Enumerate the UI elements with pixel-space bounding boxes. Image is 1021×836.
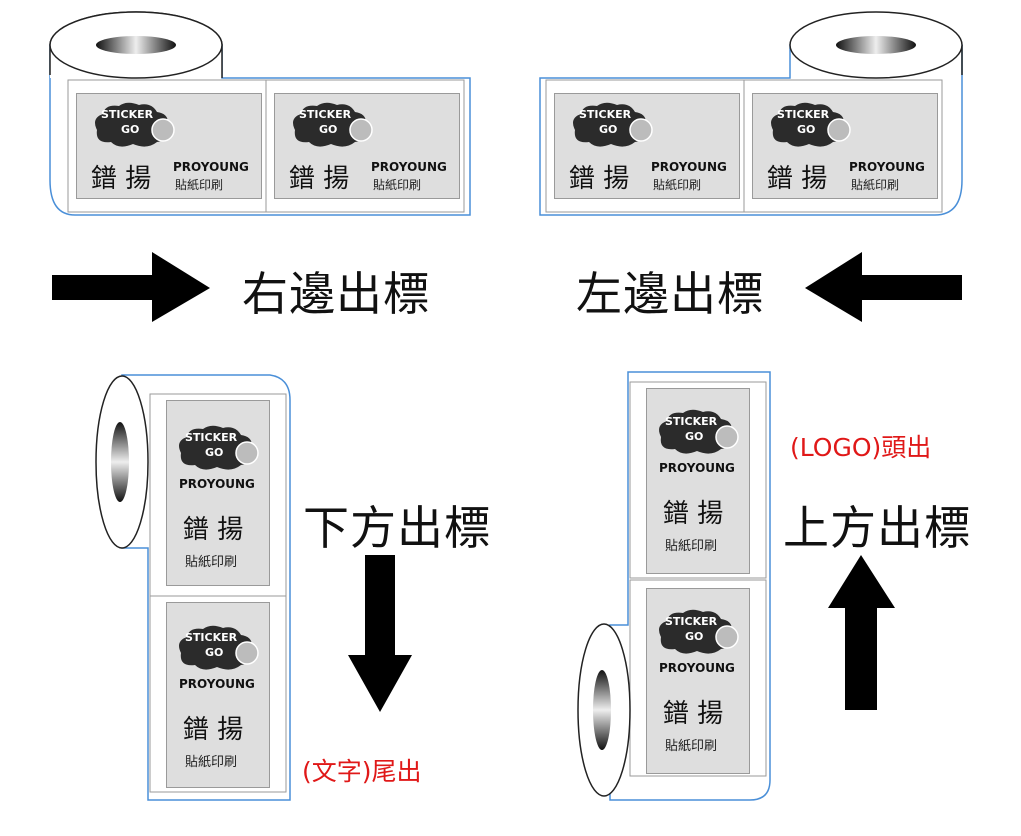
brand-tagline: 貼紙印刷 bbox=[185, 755, 238, 770]
arrow-up-icon bbox=[828, 555, 895, 710]
logo-text-line1: STICKER bbox=[777, 108, 830, 121]
logo-text-line2: GO bbox=[685, 430, 704, 443]
sticker-go-logo-icon bbox=[293, 102, 373, 147]
brand-tagline: 貼紙印刷 bbox=[175, 178, 224, 192]
logo-text-line2: GO bbox=[121, 123, 140, 136]
logo-text-line1: STICKER bbox=[185, 431, 238, 444]
brand-chinese: 鐠 揚 bbox=[183, 715, 244, 745]
sticker-label: STICKER GO PROYOUNG 鐠 揚 貼紙印刷 bbox=[646, 388, 750, 574]
sticker-go-logo-icon bbox=[179, 425, 259, 470]
brand-tagline: 貼紙印刷 bbox=[653, 178, 702, 192]
logo-text-line1: STICKER bbox=[101, 108, 154, 121]
brand-name: PROYOUNG bbox=[849, 160, 925, 174]
arrow-down-icon bbox=[348, 555, 412, 712]
label-left-exit: 左邊出標 bbox=[576, 267, 764, 321]
brand-tagline: 貼紙印刷 bbox=[665, 539, 718, 554]
sticker-go-logo-icon bbox=[659, 609, 739, 654]
brand-tagline: 貼紙印刷 bbox=[373, 178, 422, 192]
brand-chinese: 鐠 揚 bbox=[289, 164, 350, 194]
brand-chinese: 鐠 揚 bbox=[569, 164, 630, 194]
logo-text-line2: GO bbox=[319, 123, 338, 136]
logo-text-line1: STICKER bbox=[665, 415, 718, 428]
brand-tagline: 貼紙印刷 bbox=[665, 739, 718, 754]
brand-chinese: 鐠 揚 bbox=[183, 515, 244, 545]
sticker-go-logo-icon bbox=[573, 102, 653, 147]
sticker-label: STICKER GO 鐠 揚 PROYOUNG 貼紙印刷 bbox=[554, 93, 740, 199]
brand-name: PROYOUNG bbox=[659, 461, 735, 475]
logo-text-line2: GO bbox=[797, 123, 816, 136]
logo-text-line1: STICKER bbox=[299, 108, 352, 121]
brand-name: PROYOUNG bbox=[179, 677, 255, 691]
sticker-label: STICKER GO PROYOUNG 鐠 揚 貼紙印刷 bbox=[166, 602, 270, 788]
brand-chinese: 鐠 揚 bbox=[663, 499, 724, 529]
arrow-right-icon bbox=[52, 252, 210, 322]
brand-name: PROYOUNG bbox=[173, 160, 249, 174]
brand-chinese: 鐠 揚 bbox=[767, 164, 828, 194]
sticker-label: STICKER GO 鐠 揚 PROYOUNG 貼紙印刷 bbox=[76, 93, 262, 199]
sticker-go-logo-icon bbox=[771, 102, 851, 147]
brand-chinese: 鐠 揚 bbox=[663, 699, 724, 729]
sticker-go-logo-icon bbox=[659, 409, 739, 454]
logo-text-line2: GO bbox=[599, 123, 618, 136]
logo-text-line2: GO bbox=[685, 630, 704, 643]
label-right-exit: 右邊出標 bbox=[242, 267, 430, 321]
brand-tagline: 貼紙印刷 bbox=[185, 555, 238, 570]
brand-name: PROYOUNG bbox=[651, 160, 727, 174]
note-head-exit: (LOGO)頭出 bbox=[790, 433, 932, 462]
label-down-exit: 下方出標 bbox=[303, 501, 491, 555]
logo-text-line1: STICKER bbox=[579, 108, 632, 121]
sticker-label: STICKER GO 鐠 揚 PROYOUNG 貼紙印刷 bbox=[752, 93, 938, 199]
brand-tagline: 貼紙印刷 bbox=[851, 178, 900, 192]
logo-text-line1: STICKER bbox=[665, 615, 718, 628]
note-tail-exit: (文字)尾出 bbox=[302, 757, 422, 786]
sticker-label: STICKER GO PROYOUNG 鐠 揚 貼紙印刷 bbox=[646, 588, 750, 774]
brand-name: PROYOUNG bbox=[371, 160, 447, 174]
logo-text-line1: STICKER bbox=[185, 631, 238, 644]
sticker-go-logo-icon bbox=[95, 102, 175, 147]
brand-chinese: 鐠 揚 bbox=[91, 164, 152, 194]
sticker-go-logo-icon bbox=[179, 625, 259, 670]
logo-text-line2: GO bbox=[205, 446, 224, 459]
brand-name: PROYOUNG bbox=[179, 477, 255, 491]
logo-text-line2: GO bbox=[205, 646, 224, 659]
sticker-label: STICKER GO PROYOUNG 鐠 揚 貼紙印刷 bbox=[166, 400, 270, 586]
sticker-label: STICKER GO 鐠 揚 PROYOUNG 貼紙印刷 bbox=[274, 93, 460, 199]
arrow-left-icon bbox=[805, 252, 962, 322]
brand-name: PROYOUNG bbox=[659, 661, 735, 675]
label-up-exit: 上方出標 bbox=[783, 501, 971, 555]
